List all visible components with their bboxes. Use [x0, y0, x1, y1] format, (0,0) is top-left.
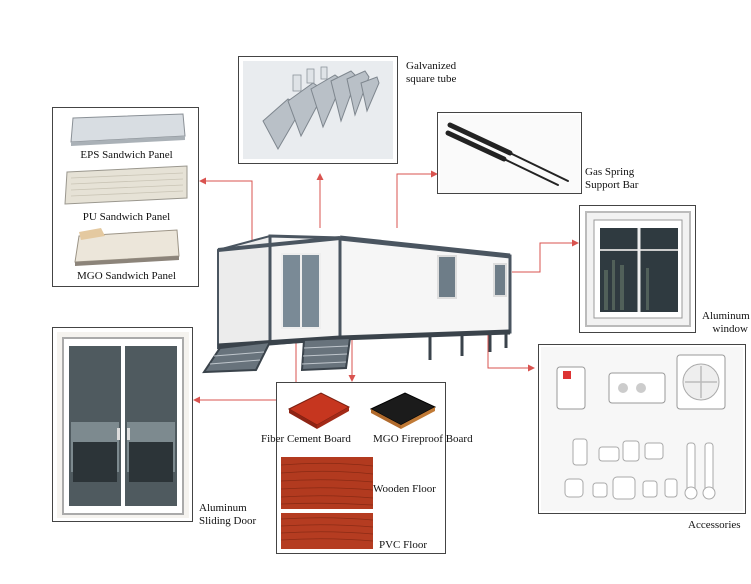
boards-panel: Fiber Cement Board MGO Fireproof Board W…	[261, 382, 473, 554]
mgo-fireproof-board-image	[369, 392, 437, 429]
fiber-cement-label: Fiber Cement Board	[261, 433, 351, 445]
galvanized-label: Galvanized square tube	[406, 60, 457, 85]
wooden-floor-image	[281, 457, 373, 509]
mgo-sandwich-image	[74, 228, 180, 266]
fiber-cement-board-image	[287, 392, 351, 429]
window-panel	[579, 205, 696, 333]
connector-gas-spring	[396, 170, 438, 228]
window-label: Aluminum window	[702, 310, 750, 335]
container-house-image	[202, 234, 512, 374]
gas-spring-label: Gas Spring Support Bar	[585, 166, 639, 191]
pvc-floor-image	[281, 513, 373, 549]
gas-spring-image	[440, 115, 580, 193]
accessories-panel	[538, 344, 746, 514]
pvc-floor-label: PVC Floor	[379, 539, 427, 551]
aluminum-door-image	[57, 332, 189, 518]
mgo-sandwich-label: MGO Sandwich Panel	[77, 270, 176, 282]
wooden-floor-label: Wooden Floor	[373, 483, 436, 495]
accessories-image	[541, 347, 743, 511]
eps-label: EPS Sandwich Panel	[80, 149, 173, 161]
door-label: Aluminum Sliding Door	[199, 502, 257, 527]
mgo-fireproof-label: MGO Fireproof Board	[373, 433, 473, 445]
pu-panel-image	[64, 165, 188, 205]
eps-panel-image	[70, 113, 186, 146]
pu-label: PU Sandwich Panel	[82, 211, 171, 223]
connector-window	[512, 239, 579, 273]
door-panel	[52, 327, 193, 522]
sandwich-panels-panel: EPS Sandwich Panel PU Sandwich Panel MGO…	[52, 107, 199, 287]
galvanized-tube-image	[243, 61, 393, 159]
gas-spring-panel	[437, 112, 582, 194]
galvanized-tube-panel	[238, 56, 398, 164]
accessories-label: Accessories	[688, 519, 741, 531]
aluminum-window-image	[585, 211, 691, 327]
